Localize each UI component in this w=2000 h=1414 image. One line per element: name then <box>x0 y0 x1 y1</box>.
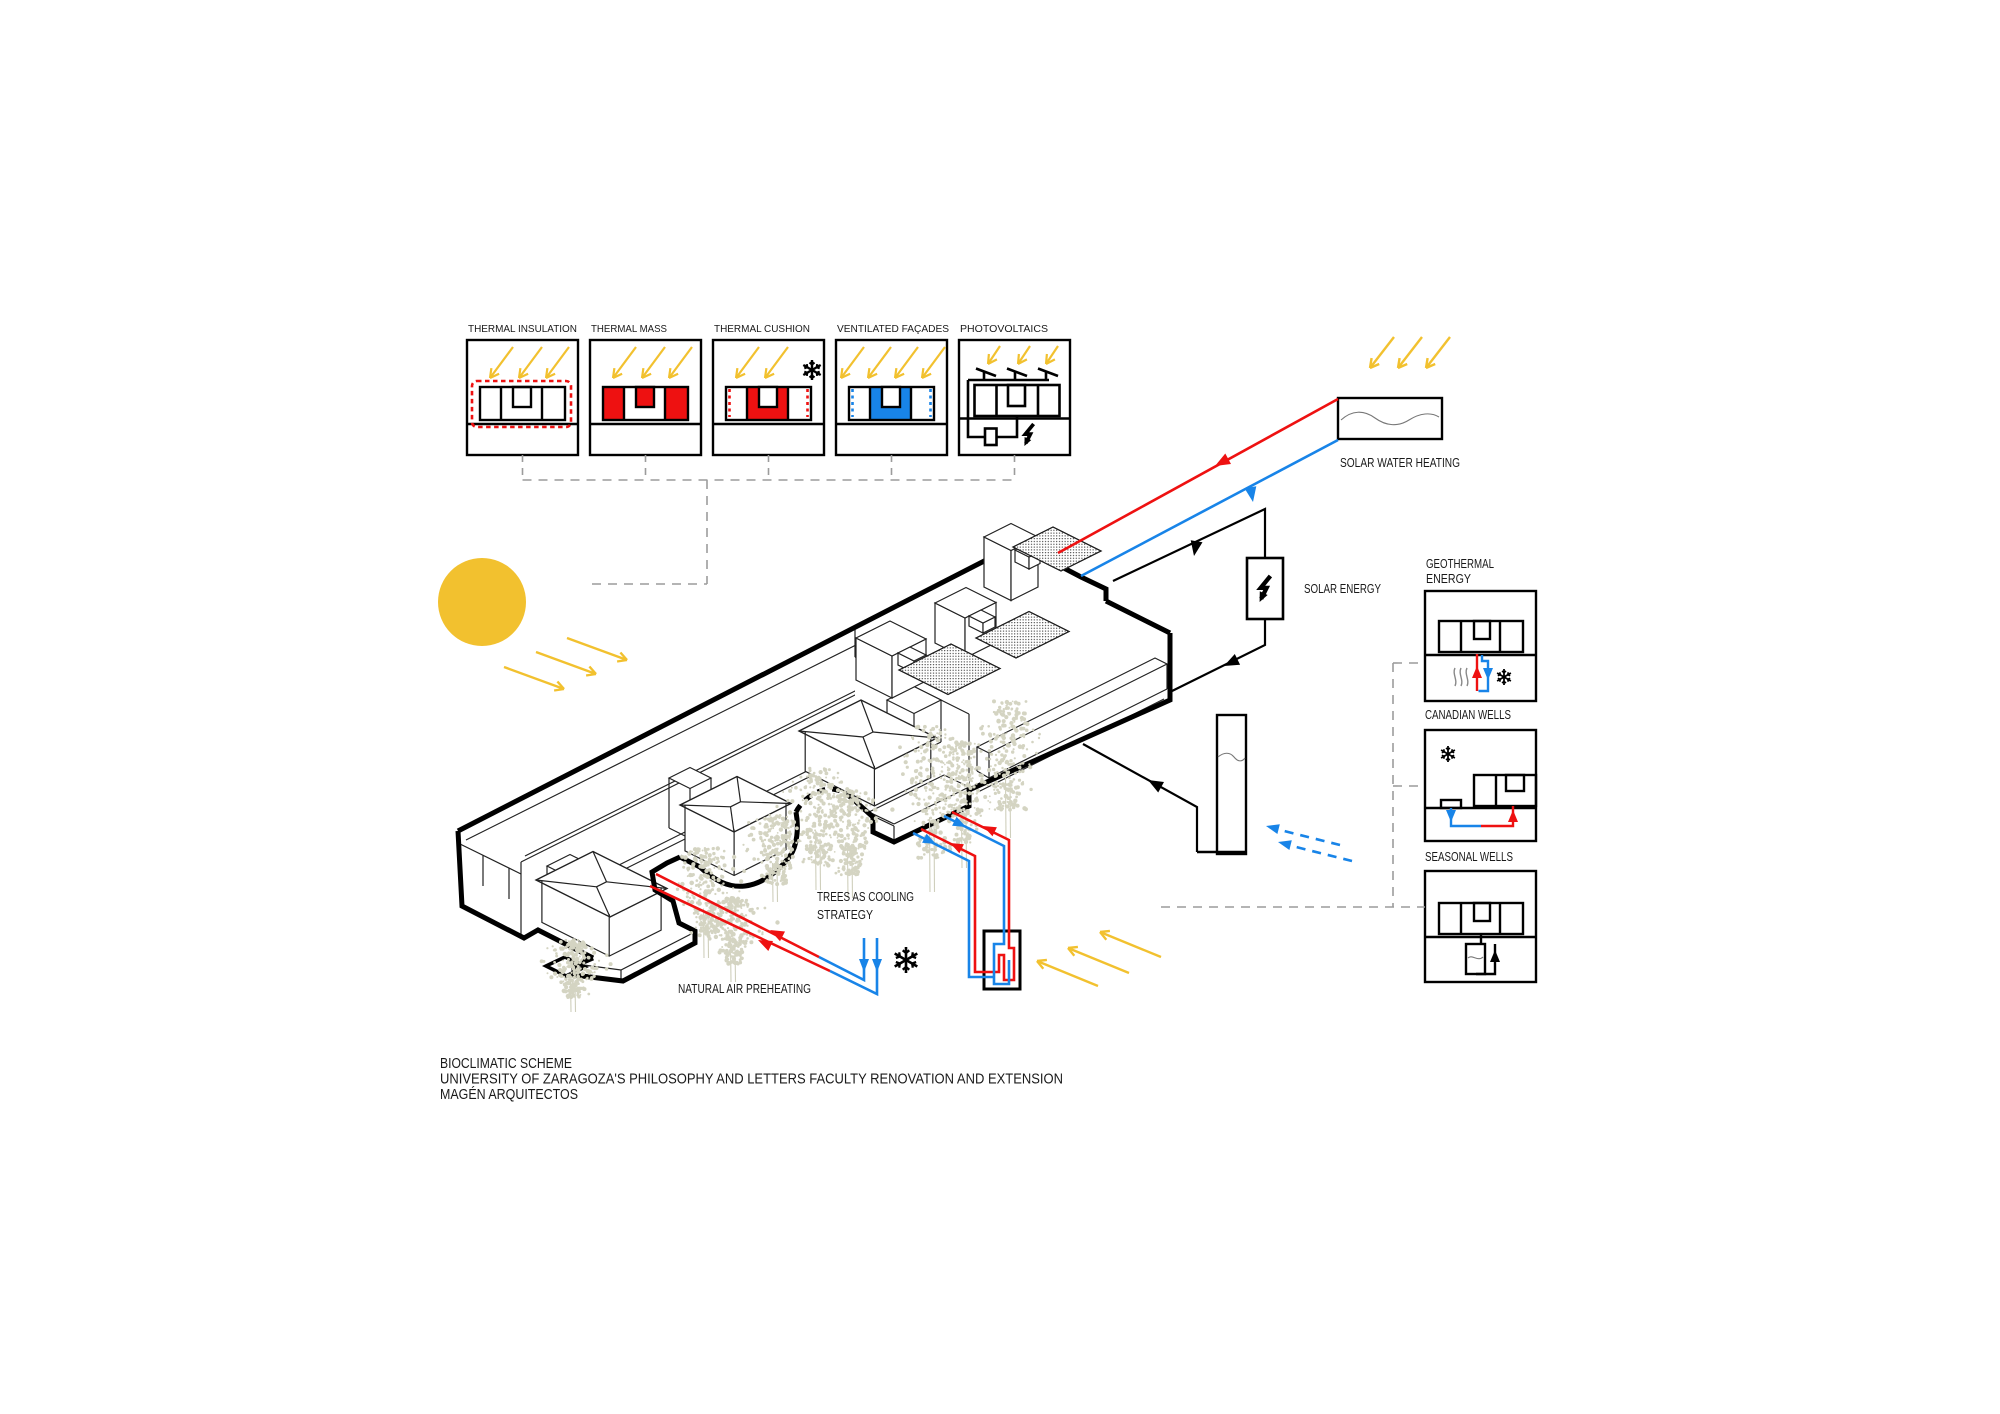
svg-text:UNIVERSITY OF ZARAGOZA'S PHILO: UNIVERSITY OF ZARAGOZA'S PHILOSOPHY AND … <box>440 1072 1063 1088</box>
svg-text:SOLAR WATER HEATING: SOLAR WATER HEATING <box>1340 455 1460 470</box>
svg-text:THERMAL INSULATION: THERMAL INSULATION <box>468 323 577 335</box>
svg-text:BIOCLIMATIC SCHEME: BIOCLIMATIC SCHEME <box>440 1056 572 1072</box>
svg-text:PHOTOVOLTAICS: PHOTOVOLTAICS <box>960 323 1048 335</box>
svg-text:STRATEGY: STRATEGY <box>817 907 873 922</box>
svg-text:SEASONAL WELLS: SEASONAL WELLS <box>1425 849 1513 864</box>
svg-text:MAGÉN ARQUITECTOS: MAGÉN ARQUITECTOS <box>440 1086 578 1103</box>
svg-text:THERMAL CUSHION: THERMAL CUSHION <box>714 323 810 335</box>
svg-text:TREES AS COOLING: TREES AS COOLING <box>817 889 914 904</box>
svg-text:GEOTHERMAL: GEOTHERMAL <box>1426 556 1494 571</box>
svg-text:THERMAL MASS: THERMAL MASS <box>591 323 667 335</box>
svg-text:SOLAR ENERGY: SOLAR ENERGY <box>1304 581 1381 596</box>
svg-text:VENTILATED FAÇADES: VENTILATED FAÇADES <box>837 323 949 335</box>
svg-text:CANADIAN WELLS: CANADIAN WELLS <box>1425 707 1511 722</box>
svg-text:NATURAL AIR PREHEATING: NATURAL AIR PREHEATING <box>678 981 811 996</box>
svg-text:ENERGY: ENERGY <box>1426 571 1471 586</box>
